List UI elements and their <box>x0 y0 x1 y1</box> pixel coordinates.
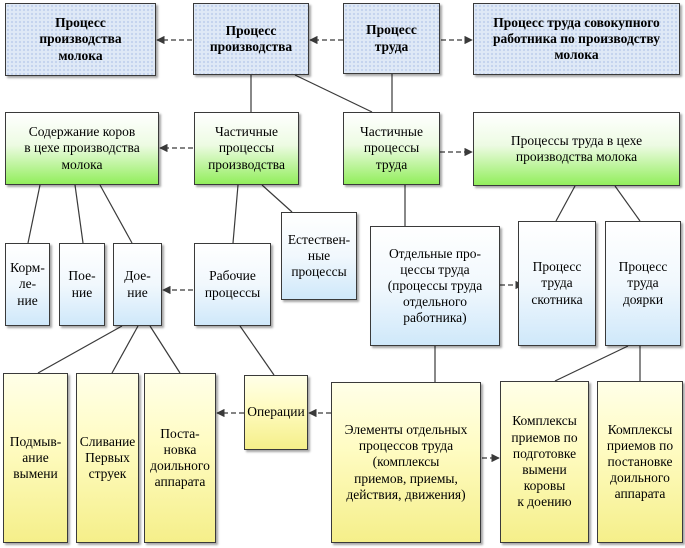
line-milkmaid-to-udder-prep <box>554 345 629 382</box>
line-partial-production-to-natural <box>261 184 293 213</box>
watering-box: Пое- ние <box>59 243 105 326</box>
partial-labor-box: Частичные процессы труда <box>343 112 440 185</box>
line-partial-production-to-working <box>232 184 239 244</box>
line-milk-shop-to-herdsman <box>555 185 576 222</box>
line-production-to-partial-labor <box>294 74 373 113</box>
working-processes-box: Рабочие процессы <box>194 243 271 326</box>
line-milking-to-apparatus-setup <box>149 325 181 374</box>
natural-processes-box: Естествен- ные процессы <box>281 212 357 300</box>
first-streams-box: Сливание Первых струек <box>76 373 139 543</box>
line-milk-shop-to-milkmaid <box>614 185 641 222</box>
partial-production-box: Частичные процессы производства <box>194 112 299 185</box>
line-cow-keeping-to-milking <box>99 184 133 244</box>
operations-box: Операции <box>244 375 308 450</box>
udder-prep-complex-box: Комплексы приемов по подготовке вымени к… <box>500 381 589 543</box>
line-milking-to-udder-washing <box>37 325 123 374</box>
feeding-box: Корм- ле- ние <box>5 243 50 326</box>
line-cow-keeping-to-watering <box>74 184 84 244</box>
labor-in-milk-shop-box: Процессы труда в цехе производства молок… <box>473 112 680 186</box>
individual-labor-box: Отдельные про- цессы труда (процессы тру… <box>370 226 500 346</box>
milk-production-process-box: Процесс производства молока <box>5 3 156 76</box>
milking-box: Дое- ние <box>113 243 162 326</box>
line-cow-keeping-to-feeding <box>27 184 41 244</box>
labor-process-box: Процесс труда <box>343 3 440 74</box>
cow-keeping-box: Содержание коров в цехе производства мол… <box>5 112 159 185</box>
udder-washing-box: Подмыв- ание вымени <box>3 373 68 543</box>
milkmaid-labor-box: Процесс труда доярки <box>605 221 681 346</box>
apparatus-setup-box: Поста- новка доильного аппарата <box>144 373 216 543</box>
production-process-box: Процесс производства <box>193 3 309 75</box>
line-working-to-operations <box>239 325 275 376</box>
apparatus-complex-box: Комплексы приемов по постановке доильног… <box>597 381 683 543</box>
labor-elements-box: Элементы отдельных процессов труда (комп… <box>331 382 481 543</box>
collective-worker-process-box: Процесс труда совокупного работника по п… <box>473 3 680 75</box>
line-milking-to-first-streams <box>111 325 139 374</box>
herdsman-labor-box: Процесс труда скотника <box>518 221 596 346</box>
